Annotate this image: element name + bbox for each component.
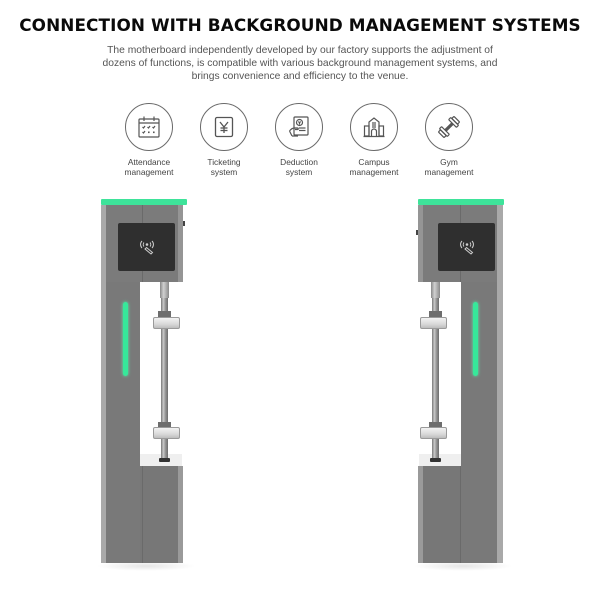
- arm-clamp-upper: [420, 317, 447, 329]
- rod-top-fitting: [160, 282, 169, 298]
- clamp-collar: [158, 422, 171, 428]
- feature-circle: [275, 103, 323, 151]
- side-button: [183, 221, 185, 226]
- page-title: CONNECTION WITH BACKGROUND MANAGEMENT SY…: [19, 16, 581, 35]
- green-led-indicator: [473, 302, 478, 376]
- calendar-icon: [138, 116, 160, 138]
- feature-circle: [125, 103, 173, 151]
- arm-clamp-lower: [420, 427, 447, 439]
- rod-base-nut: [159, 458, 170, 462]
- nfc-card-reader-icon: [459, 240, 474, 255]
- feature-circle: [425, 103, 473, 151]
- green-top-light: [101, 199, 187, 205]
- floor-shadow: [413, 561, 513, 571]
- clamp-collar: [429, 311, 442, 317]
- turnstile-gate-left: [96, 199, 206, 571]
- page-description: The motherboard independently developed …: [102, 45, 498, 82]
- arm-clamp-upper: [153, 317, 180, 329]
- head-side: [178, 205, 183, 282]
- dumbbell-icon: [438, 116, 460, 138]
- lower-cabinet: [140, 466, 178, 563]
- column-edge: [101, 205, 106, 563]
- building-icon: [363, 117, 385, 138]
- column-edge: [497, 205, 503, 563]
- feature-circle: [200, 103, 248, 151]
- card-reader: [438, 223, 495, 271]
- rod-top-fitting: [431, 282, 440, 298]
- yen-ticket-icon: [214, 116, 234, 138]
- lower-cabinet-edge: [178, 466, 183, 563]
- green-led-indicator: [123, 302, 128, 376]
- turnstile-gate-right: [409, 199, 519, 571]
- lower-seam: [460, 466, 461, 563]
- lower-cabinet: [423, 466, 461, 563]
- green-top-light: [418, 199, 504, 205]
- lower-cabinet-edge: [418, 466, 423, 563]
- arm-clamp-lower: [153, 427, 180, 439]
- lower-seam: [142, 466, 143, 563]
- head-side: [418, 205, 423, 282]
- rod-base-nut: [430, 458, 441, 462]
- feature-circle: [350, 103, 398, 151]
- swing-rod: [432, 298, 439, 458]
- swing-rod: [161, 298, 168, 458]
- deduction-document-icon: [288, 116, 309, 137]
- floor-shadow: [96, 561, 196, 571]
- clamp-collar: [158, 311, 171, 317]
- nfc-card-reader-icon: [139, 240, 154, 255]
- clamp-collar: [429, 422, 442, 428]
- card-reader: [118, 223, 175, 271]
- side-button: [416, 230, 418, 235]
